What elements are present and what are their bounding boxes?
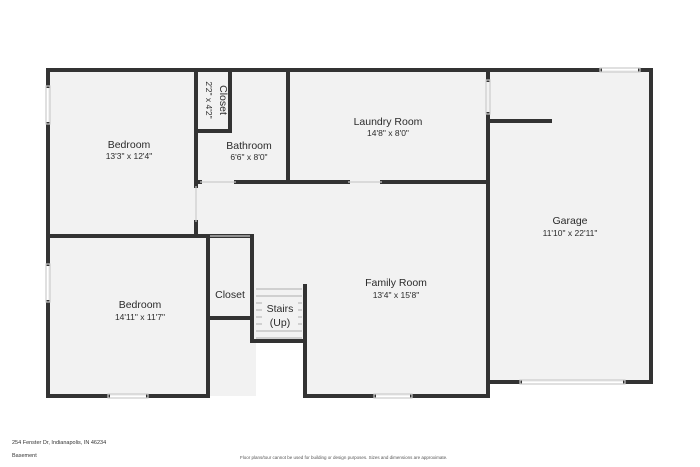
label-garage: Garage bbox=[552, 215, 587, 227]
label-stairs: Stairs bbox=[267, 303, 294, 315]
garage-door bbox=[519, 379, 626, 385]
openings bbox=[45, 67, 641, 399]
lower-closet-floor bbox=[208, 236, 252, 318]
label-closet-upper: Closet bbox=[217, 85, 229, 115]
window-left-upper bbox=[45, 85, 51, 125]
dims-bedroom-lower: 14'11" x 11'7" bbox=[115, 312, 165, 322]
room-labels: Bedroom 13'3" x 12'4" Closet 2'2" x 4'2"… bbox=[106, 81, 598, 329]
label-family: Family Room bbox=[365, 277, 427, 289]
footer-address: 254 Fenster Dr, Indianapolis, IN 46234 bbox=[12, 440, 107, 446]
dims-family: 13'4" x 15'8" bbox=[373, 290, 420, 300]
window-left-lower bbox=[45, 263, 51, 303]
label-closet-lower: Closet bbox=[215, 289, 245, 301]
dims-bathroom: 6'6" x 8'0" bbox=[230, 152, 267, 162]
label-bathroom: Bathroom bbox=[226, 140, 272, 152]
window-bottom-family bbox=[373, 393, 413, 399]
window-garage-side bbox=[485, 79, 491, 115]
stairs-label-bg bbox=[262, 300, 298, 330]
footer-disclaimer: Floor plans/tour cannot be used for buil… bbox=[240, 455, 448, 460]
dims-garage: 11'10" x 22'11" bbox=[543, 228, 598, 238]
label-bedroom-upper: Bedroom bbox=[108, 139, 151, 151]
dims-bedroom-upper: 13'3" x 12'4" bbox=[106, 151, 153, 161]
label-laundry: Laundry Room bbox=[354, 116, 423, 128]
window-bottom-bedroom bbox=[107, 393, 149, 399]
label-stairs-dir: (Up) bbox=[270, 317, 290, 329]
dims-laundry: 14'8" x 8'0" bbox=[367, 128, 409, 138]
dims-closet-upper: 2'2" x 4'2" bbox=[204, 81, 214, 118]
window-top-garage bbox=[599, 67, 641, 73]
footer-level: Basement bbox=[12, 453, 37, 459]
label-bedroom-lower: Bedroom bbox=[119, 299, 162, 311]
